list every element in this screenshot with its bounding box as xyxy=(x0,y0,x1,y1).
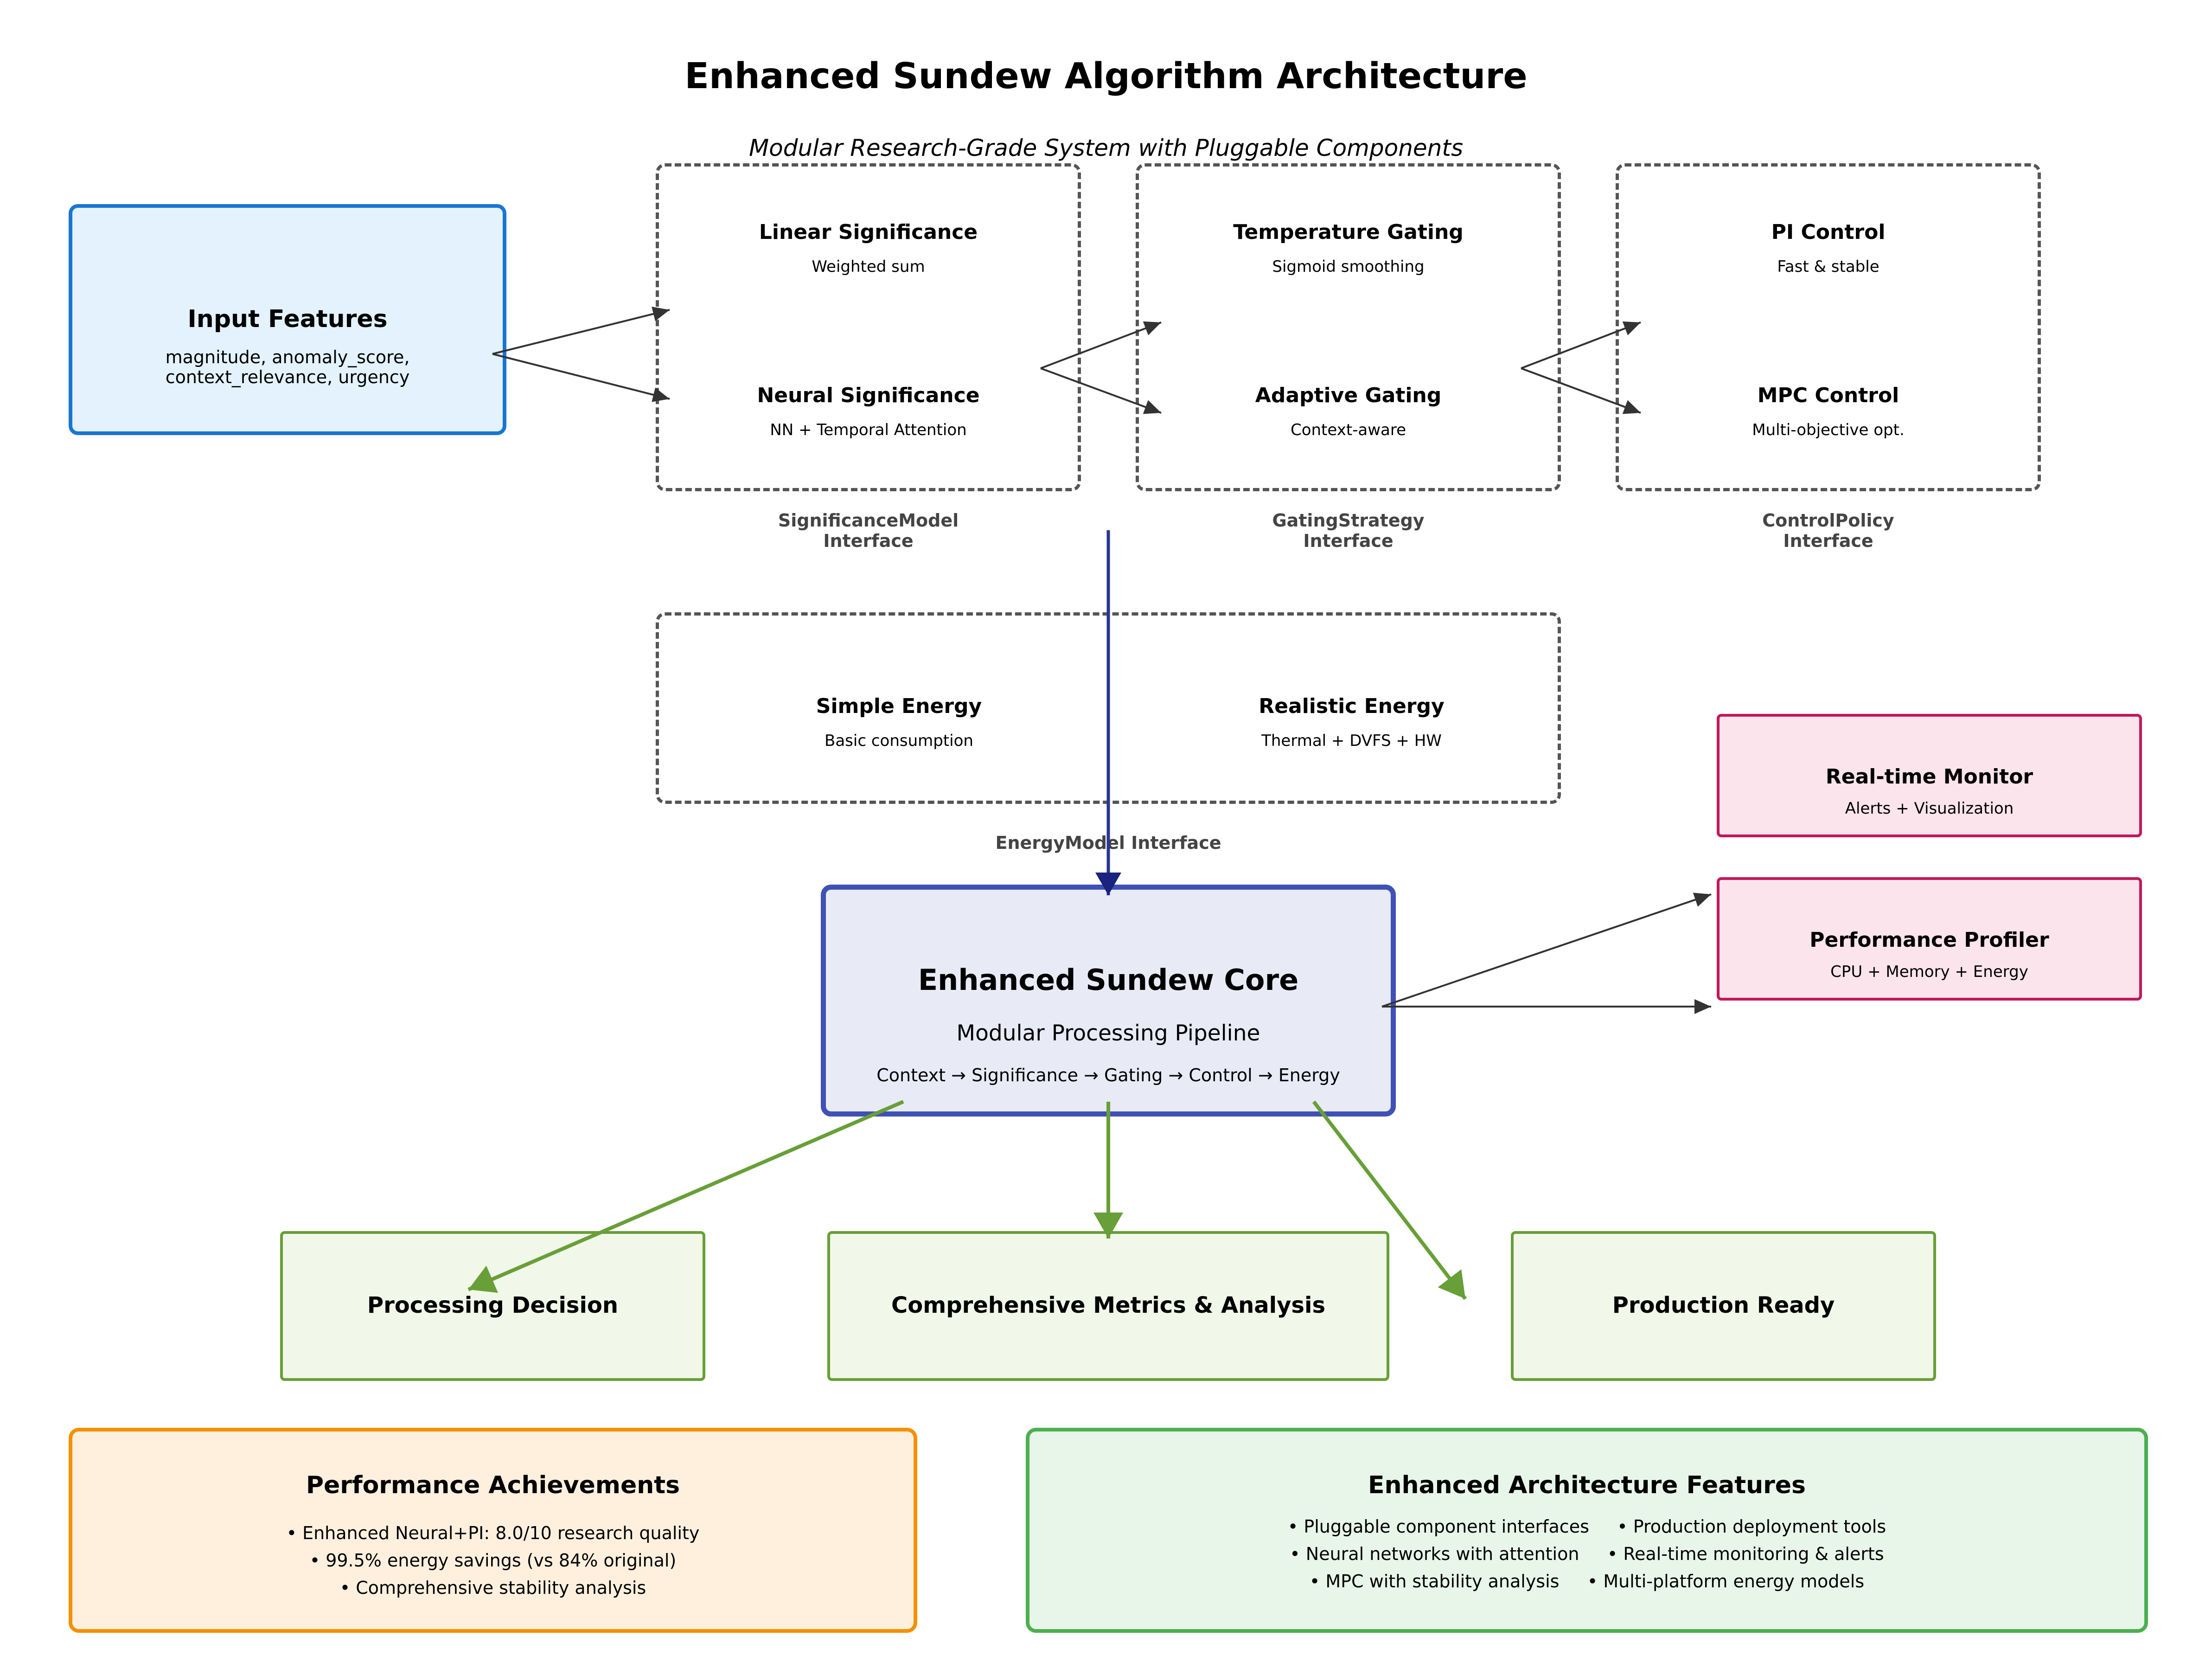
achievement-item: • Comprehensive stability analysis xyxy=(339,1578,646,1598)
neural-significance-label: Neural Significance xyxy=(757,384,980,407)
performance-profiler-box: Performance Profiler CPU + Memory + Ener… xyxy=(1717,877,2142,1001)
production-ready-label: Production Ready xyxy=(1612,1292,1835,1318)
diagram-subtitle: Modular Research-Grade System with Plugg… xyxy=(749,135,1463,161)
control-interface-box: PI Control Fast & stable MPC Control Mul… xyxy=(1616,163,2041,491)
temperature-gating-label: Temperature Gating xyxy=(1233,220,1464,244)
input-features-title: Input Features xyxy=(187,305,388,333)
realistic-energy-desc: Thermal + DVFS + HW xyxy=(1261,732,1442,750)
feature-item: • MPC with stability analysis xyxy=(1309,1571,1560,1592)
pi-control-label: PI Control xyxy=(1771,220,1886,244)
performance-profiler-desc: CPU + Memory + Energy xyxy=(1830,963,2028,981)
feature-row: • Pluggable component interfaces • Produ… xyxy=(1029,1513,2144,1540)
metrics-analysis-label: Comprehensive Metrics & Analysis xyxy=(891,1292,1326,1318)
realistic-energy-label: Realistic Energy xyxy=(1259,694,1445,718)
gating-interface-box: Temperature Gating Sigmoid smoothing Ada… xyxy=(1136,163,1561,491)
input-features-desc-1: magnitude, anomaly_score, xyxy=(165,347,410,367)
gating-interface-label: GatingStrategy Interface xyxy=(1272,510,1425,551)
core-title: Enhanced Sundew Core xyxy=(918,963,1299,997)
feature-row: • MPC with stability analysis • Multi-pl… xyxy=(1029,1568,2144,1595)
adaptive-gating-desc: Context-aware xyxy=(1290,421,1406,439)
mpc-control-label: MPC Control xyxy=(1757,384,1899,407)
energy-interface-label: EnergyModel Interface xyxy=(995,833,1221,853)
simple-energy-desc: Basic consumption xyxy=(825,732,973,750)
pi-control-desc: Fast & stable xyxy=(1777,257,1880,276)
realtime-monitor-box: Real-time Monitor Alerts + Visualization xyxy=(1717,714,2142,837)
energy-interface-box: Simple Energy Basic consumption Realisti… xyxy=(656,612,1561,804)
input-features-box: Input Features magnitude, anomaly_score,… xyxy=(69,204,506,435)
features-title: Enhanced Architecture Features xyxy=(1368,1471,1806,1499)
feature-row: • Neural networks with attention • Real-… xyxy=(1029,1540,2144,1568)
feature-item: • Neural networks with attention xyxy=(1290,1544,1579,1564)
linear-significance-label: Linear Significance xyxy=(759,220,978,244)
feature-item: • Real-time monitoring & alerts xyxy=(1607,1544,1884,1564)
feature-item: • Production deployment tools xyxy=(1617,1516,1886,1537)
realtime-monitor-desc: Alerts + Visualization xyxy=(1845,799,2014,818)
features-list: • Pluggable component interfaces • Produ… xyxy=(1029,1513,2144,1595)
control-interface-label: ControlPolicy Interface xyxy=(1762,510,1894,551)
performance-profiler-label: Performance Profiler xyxy=(1809,928,2049,952)
significance-interface-label: SignificanceModel Interface xyxy=(778,510,959,551)
achievement-item: • 99.5% energy savings (vs 84% original) xyxy=(309,1550,677,1571)
processing-decision-box: Processing Decision xyxy=(280,1231,705,1381)
achievements-list: • Enhanced Neural+PI: 8.0/10 research qu… xyxy=(72,1520,914,1602)
performance-achievements-box: Performance Achievements • Enhanced Neur… xyxy=(69,1428,917,1633)
arrow-input-to-linear xyxy=(492,307,670,355)
feature-item: • Multi-platform energy models xyxy=(1587,1571,1865,1592)
realtime-monitor-label: Real-time Monitor xyxy=(1825,765,2033,789)
mpc-control-desc: Multi-objective opt. xyxy=(1752,421,1905,439)
arrow-core-to-monitor xyxy=(1381,892,1712,1008)
adaptive-gating-label: Adaptive Gating xyxy=(1255,384,1442,407)
architecture-features-box: Enhanced Architecture Features • Pluggab… xyxy=(1026,1428,2148,1633)
processing-decision-label: Processing Decision xyxy=(367,1292,619,1318)
feature-item: • Pluggable component interfaces xyxy=(1287,1516,1589,1537)
enhanced-core-box: Enhanced Sundew Core Modular Processing … xyxy=(821,885,1396,1117)
diagram-title: Enhanced Sundew Algorithm Architecture xyxy=(684,56,1528,97)
core-subtitle: Modular Processing Pipeline xyxy=(956,1021,1260,1046)
core-pipeline: Context → Significance → Gating → Contro… xyxy=(876,1065,1340,1085)
significance-interface-box: Linear Significance Weighted sum Neural … xyxy=(656,163,1081,491)
achievement-item: • Enhanced Neural+PI: 8.0/10 research qu… xyxy=(286,1523,700,1543)
arrow-input-to-neural xyxy=(492,353,670,402)
production-ready-box: Production Ready xyxy=(1511,1231,1936,1381)
achievements-title: Performance Achievements xyxy=(306,1471,680,1499)
simple-energy-label: Simple Energy xyxy=(816,694,982,718)
neural-significance-desc: NN + Temporal Attention xyxy=(770,421,967,439)
input-features-desc-2: context_relevance, urgency xyxy=(165,367,410,387)
linear-significance-desc: Weighted sum xyxy=(812,257,925,276)
metrics-analysis-box: Comprehensive Metrics & Analysis xyxy=(827,1231,1389,1381)
temperature-gating-desc: Sigmoid smoothing xyxy=(1272,257,1425,276)
